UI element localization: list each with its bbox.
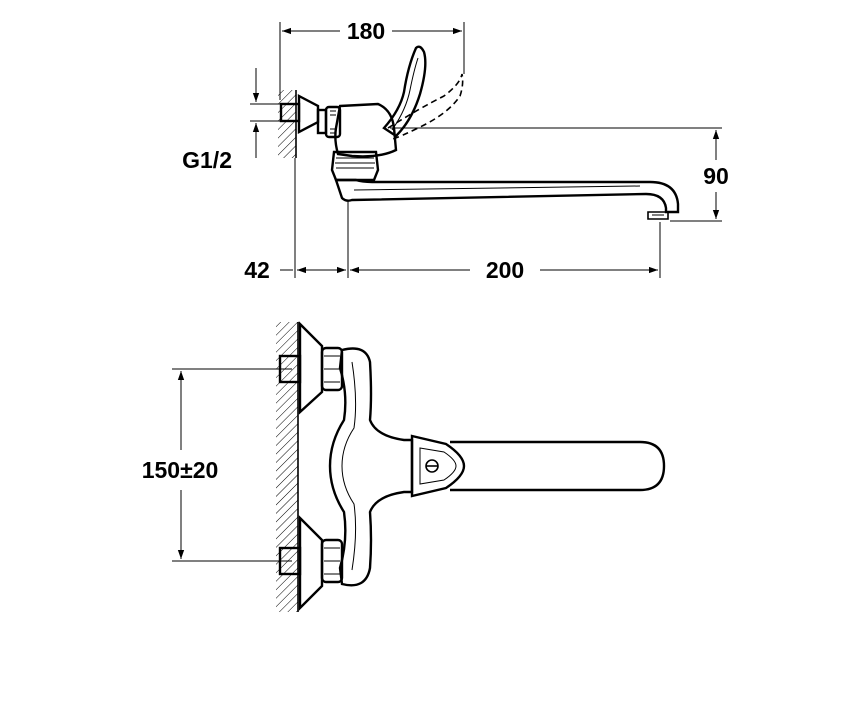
dimension-thread: G1/2 [182,68,282,173]
dim-label-thread: G1/2 [182,147,232,173]
lever-handle-open-position [387,73,464,141]
inlet-fitting-side [279,94,342,139]
aerator [647,211,669,220]
dim-label-200: 200 [486,257,524,283]
dimension-180: 180 [279,18,465,100]
cartridge-cover [410,434,466,498]
dimension-42-200: 42 200 [244,158,661,283]
dimension-150: 150±20 [142,368,292,562]
dimension-90: 90 [390,127,729,222]
spout-top [450,440,666,492]
swivel-nut-side [330,150,380,182]
mixer-body-top [328,347,414,587]
side-view: 180 G1/2 90 42 200 [182,18,729,283]
dim-label-42: 42 [244,257,270,283]
dim-label-90: 90 [703,163,729,189]
dim-label-150: 150±20 [142,457,219,483]
top-view: 150±20 [142,321,666,612]
lever-handle [382,45,427,138]
wall-hatch-top [276,322,298,612]
dim-label-180: 180 [347,18,385,44]
spout [334,178,680,214]
wall-hatch-side [278,90,296,158]
